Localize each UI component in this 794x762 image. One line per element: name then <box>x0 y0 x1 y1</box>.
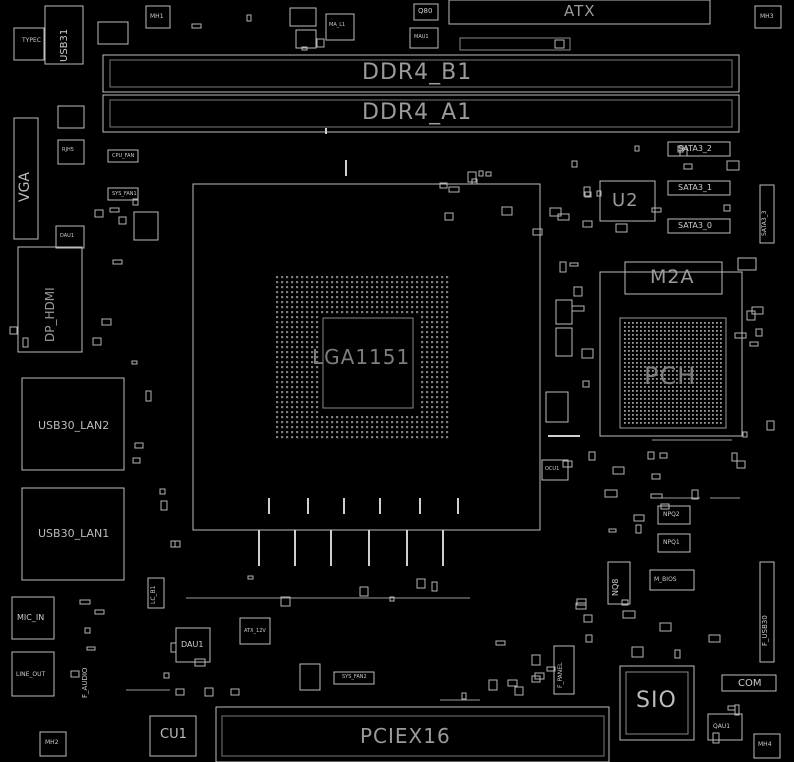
sata3-2-label: SATA3_2 <box>678 144 712 153</box>
lga-label: LGA1151 <box>312 345 411 369</box>
sata3-1-label: SATA3_1 <box>678 183 712 192</box>
m-bios-label: M_BIOS <box>654 576 677 583</box>
pch-chip <box>619 317 727 429</box>
cu1-label: CU1 <box>160 727 187 742</box>
m2a-slot <box>624 261 723 295</box>
com-header <box>721 674 777 692</box>
vga-connector <box>13 117 39 240</box>
usb30-lan1-port <box>21 487 125 581</box>
usb30-lan2-label: USB30_LAN2 <box>38 419 110 432</box>
nq8-label: NQ8 <box>611 578 620 596</box>
cpu-socket <box>192 183 541 531</box>
mh4-hole <box>753 733 781 759</box>
mau1-label: MAU1 <box>414 34 429 40</box>
mic-in-label: MIC_IN <box>17 613 45 622</box>
dau1-left-label: DAU1 <box>60 233 75 239</box>
q80-label: Q80 <box>418 7 433 15</box>
ddr4-a1-slot <box>102 94 740 133</box>
usb31-port <box>44 5 84 65</box>
pch-outline <box>599 271 743 437</box>
sata3-2-port <box>667 141 731 157</box>
line-out-label: LINE_OUT <box>16 671 46 678</box>
npq1-label: NPQ1 <box>663 539 680 546</box>
typec-port <box>13 27 45 61</box>
sio-label: SIO <box>636 688 677 713</box>
vga-label: VGA <box>17 171 33 202</box>
cpu-pad-grid <box>276 276 449 439</box>
pciex16-label: PCIEX16 <box>360 724 451 748</box>
ddr4-a1-label: DDR4_A1 <box>362 100 473 125</box>
sys-fan1-label: SYS_FAN1 <box>112 191 137 197</box>
f-usb30-label: F_USB30 <box>761 615 769 646</box>
rjh5-label: RJH5 <box>62 147 74 153</box>
mic-in-jack <box>11 596 55 640</box>
pch-pad-grid <box>624 322 722 424</box>
dp-hdmi-connector <box>17 246 83 353</box>
f-audio-label: F_AUDIO <box>81 667 89 698</box>
f-panel-label: F_PANEL <box>557 662 564 688</box>
dau1-label: DAU1 <box>181 640 204 649</box>
ddr4-b1-slot <box>102 54 740 93</box>
mh3-label: MH3 <box>760 13 774 20</box>
sata3-3-label: SATA3_3 <box>761 210 768 237</box>
atx-12v-label: ATX_12V <box>244 628 266 634</box>
mh1-hole <box>145 5 171 29</box>
usb30-lan1-label: USB30_LAN1 <box>38 527 110 540</box>
sata3-1-port <box>667 180 731 196</box>
usb30-lan2-port <box>21 377 125 471</box>
sata3-0-label: SATA3_0 <box>678 221 712 230</box>
ddr4-b1-label: DDR4_B1 <box>362 60 473 85</box>
pciex16-slot <box>215 706 610 762</box>
sata3-3-port <box>759 184 775 244</box>
m2a-label: M2A <box>650 266 695 288</box>
sio-chip <box>619 665 695 741</box>
qau1-label: QAU1 <box>713 723 731 730</box>
cpu-fan-label: CPU_FAN <box>112 153 135 159</box>
component-clutter <box>9 14 775 744</box>
ma-l1-label: MA_L1 <box>329 22 346 28</box>
cu1-chip <box>149 715 197 757</box>
mh1-label: MH1 <box>150 13 164 20</box>
atx-label: ATX <box>564 2 596 20</box>
mh2-hole <box>39 731 67 757</box>
u2-chip <box>599 180 656 222</box>
dp-hdmi-label: DP_HDMI <box>43 287 57 342</box>
mh2-label: MH2 <box>45 739 59 746</box>
npq2-label: NPQ2 <box>663 511 680 518</box>
u2-label: U2 <box>612 190 639 211</box>
sys-fan2-label: SYS_FAN2 <box>342 674 367 680</box>
mh3-hole <box>754 5 782 29</box>
sata3-0-port <box>667 218 731 234</box>
atx-connector <box>448 0 711 25</box>
usb31-label: USB31 <box>59 28 70 62</box>
com-label: COM <box>738 678 762 689</box>
mh4-label: MH4 <box>758 741 772 748</box>
lc-b1-label: LC_B1 <box>150 585 157 604</box>
typec-label: TYPEC <box>22 37 41 44</box>
line-out-jack <box>11 651 55 697</box>
pch-label: PCH <box>644 362 697 390</box>
ocu1-label: OCU1 <box>545 466 560 472</box>
